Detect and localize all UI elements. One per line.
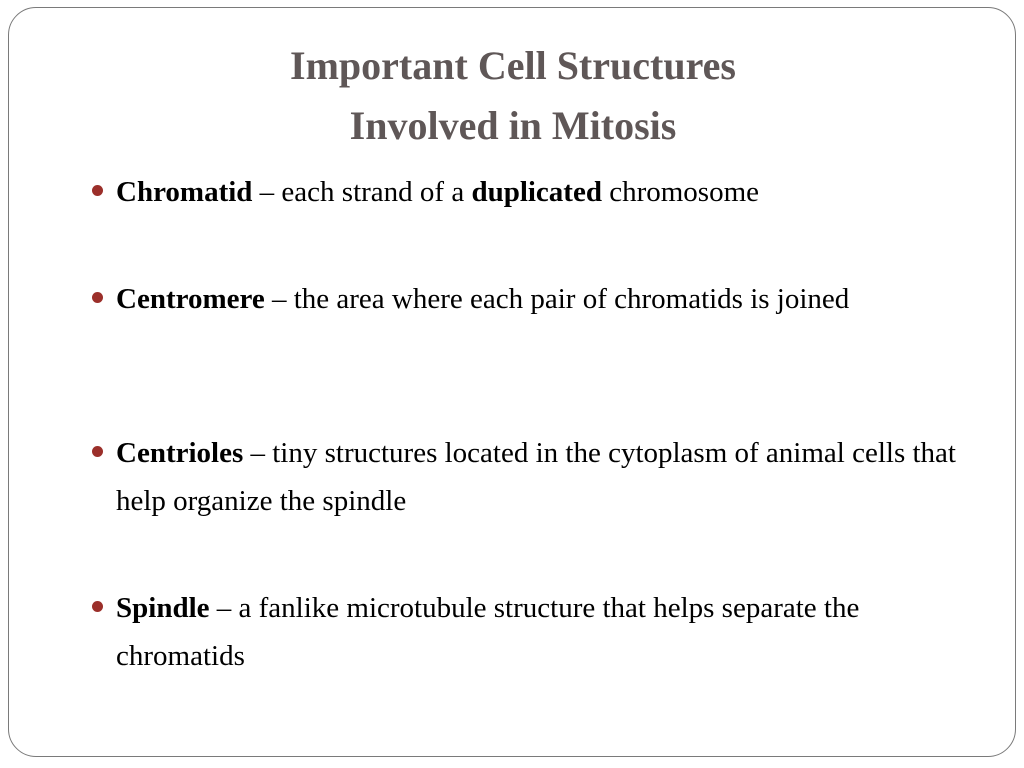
bullet-text: – tiny structures located in the cytopla… bbox=[116, 437, 956, 517]
bullet-term: Centromere bbox=[116, 283, 265, 315]
bullet-spindle: Spindle – a fanlike microtubule structur… bbox=[89, 584, 969, 680]
bullet-dot-icon bbox=[92, 601, 103, 612]
bullet-emphasis: duplicated bbox=[471, 176, 602, 208]
bullet-text: – each strand of a bbox=[252, 176, 472, 208]
bullet-dot-icon bbox=[92, 185, 103, 196]
bullet-chromatid: Chromatid – each strand of a duplicated … bbox=[89, 168, 969, 216]
bullet-centromere: Centromere – the area where each pair of… bbox=[89, 275, 969, 323]
slide: Important Cell Structures Involved in Mi… bbox=[8, 7, 1016, 757]
bullet-dot-icon bbox=[92, 292, 103, 303]
slide-title: Important Cell Structures Involved in Mi… bbox=[9, 36, 1017, 156]
bullet-term: Spindle bbox=[116, 592, 210, 624]
bullet-text-end: chromosome bbox=[601, 176, 760, 208]
bullet-centrioles: Centrioles – tiny structures located in … bbox=[89, 429, 969, 525]
title-line-1: Important Cell Structures bbox=[290, 43, 736, 88]
bullet-text: – the area where each pair of chromatids… bbox=[264, 283, 850, 315]
bullet-dot-icon bbox=[92, 446, 103, 457]
title-line-2: Involved in Mitosis bbox=[349, 103, 677, 148]
bullet-term: Centrioles bbox=[116, 437, 244, 469]
bullet-text: – a fanlike microtubule structure that h… bbox=[116, 592, 860, 672]
bullet-term: Chromatid bbox=[116, 176, 253, 208]
